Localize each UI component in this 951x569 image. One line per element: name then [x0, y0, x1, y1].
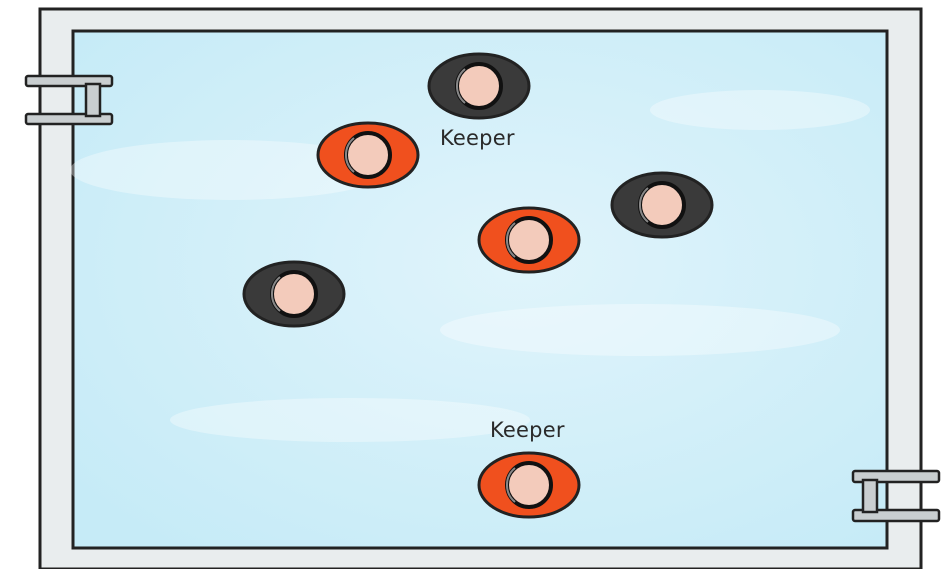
keeper-label-bottom: Keeper: [490, 418, 565, 442]
goal-right-icon: [851, 469, 941, 523]
player-icon: [427, 52, 531, 120]
player-cap-highlight: [638, 187, 649, 223]
player-cap-highlight: [344, 137, 355, 173]
player-icon: [477, 451, 581, 519]
players-layer: [242, 52, 714, 519]
player-cap-highlight: [455, 68, 466, 104]
player-icon: [610, 171, 714, 239]
keeper-label-top: Keeper: [440, 126, 515, 150]
player-cap-highlight: [270, 276, 281, 312]
player-cap-highlight: [505, 222, 516, 258]
player-cap-highlight: [505, 467, 516, 503]
water-texture: [70, 90, 870, 442]
player-icon: [477, 206, 581, 274]
goal-left-icon: [24, 74, 114, 126]
player-icon: [242, 260, 346, 328]
player-icon: [316, 121, 420, 189]
